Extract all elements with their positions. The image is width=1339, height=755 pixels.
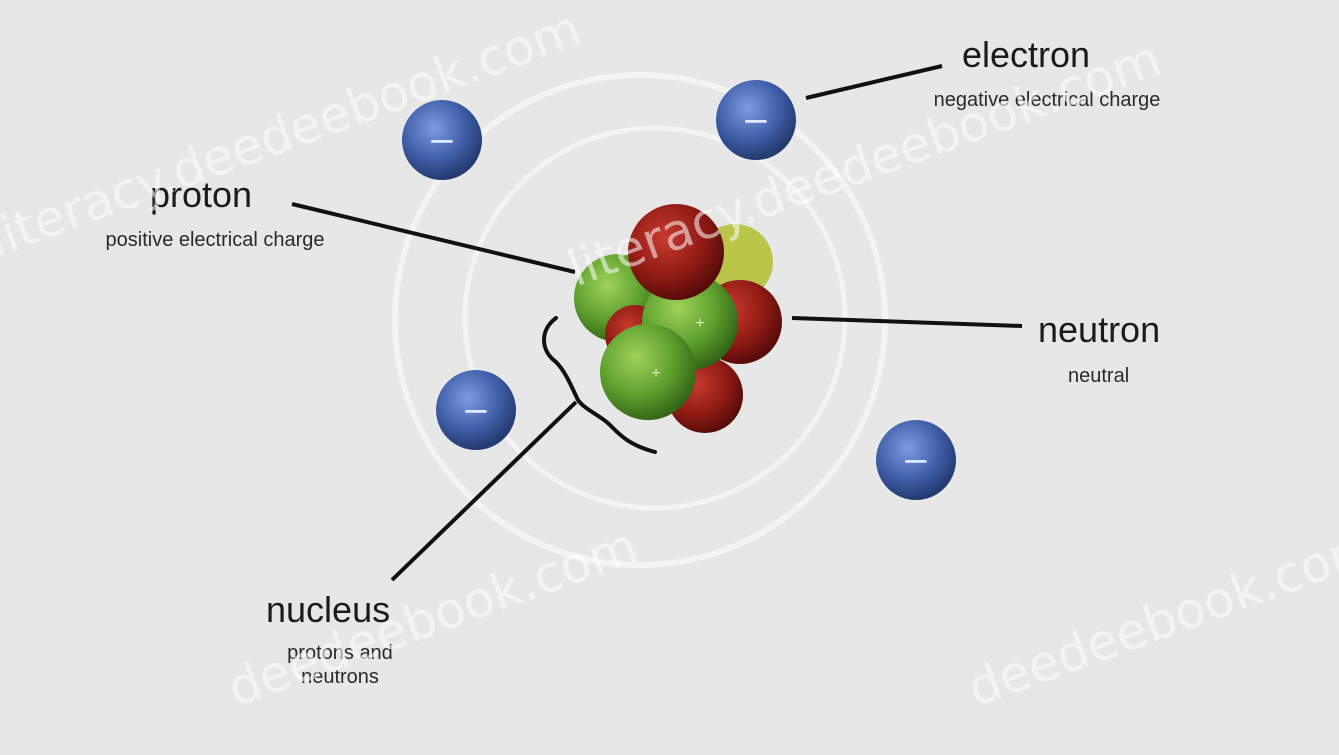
leader-lines (291, 64, 1023, 582)
nucleus-title: nucleus (266, 589, 391, 630)
nucleus-brace (542, 316, 657, 454)
proton-title: proton (150, 174, 253, 215)
proton-particle (600, 324, 696, 420)
electron-description: negative electrical charge (933, 89, 1161, 111)
svg-text:−: − (742, 101, 771, 141)
proton-description: positive electrical charge (105, 229, 325, 251)
neutron-title: neutron (1038, 309, 1161, 350)
svg-text:+: + (651, 365, 660, 382)
svg-text:+: + (695, 315, 704, 332)
electron-particle: − (398, 96, 486, 184)
svg-text:−: − (902, 441, 931, 481)
electron-particle: − (712, 76, 800, 164)
neutron-leader-line (791, 316, 1023, 328)
svg-text:−: − (428, 121, 457, 161)
electron-title: electron (962, 34, 1091, 75)
electrons: − − − − (398, 76, 960, 504)
proton-leader-line (291, 202, 576, 274)
electron-leader-line (805, 64, 943, 100)
nucleus-leader-line (390, 400, 578, 582)
nucleus-cluster: + + (574, 204, 782, 433)
svg-text:−: − (462, 391, 491, 431)
nucleus-description: protons and neutrons (287, 642, 393, 688)
electron-particle: − (432, 366, 520, 454)
neutron-description: neutral (1068, 365, 1130, 387)
neutron-particle (628, 204, 724, 300)
electron-particle: − (872, 416, 960, 504)
